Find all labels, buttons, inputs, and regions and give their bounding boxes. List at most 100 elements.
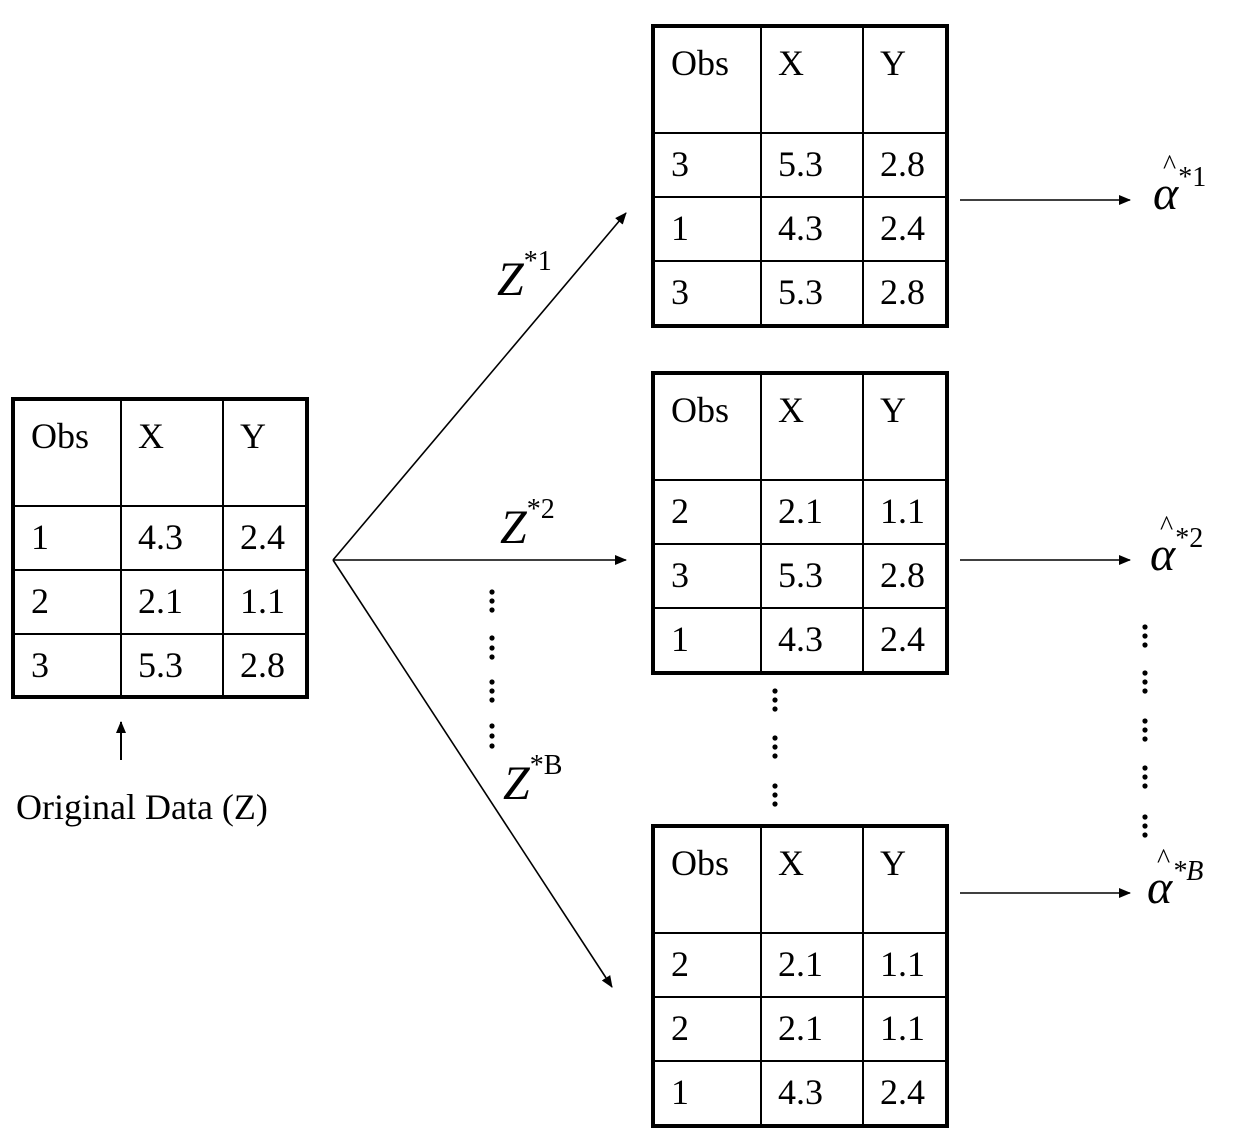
table-cell-x: 4.3 xyxy=(760,1060,864,1125)
ellipsis-dot xyxy=(772,801,778,807)
table-cell-y: 1.1 xyxy=(862,996,945,1062)
column-header-x: X xyxy=(760,828,864,934)
column-header-obs: Obs xyxy=(655,828,762,934)
ellipsis-dot xyxy=(489,743,495,749)
ellipsis-dot xyxy=(1142,688,1148,694)
ellipsis-dot xyxy=(1142,718,1148,724)
table-cell-obs: 2 xyxy=(655,996,762,1062)
edge-label-2-sup: *2 xyxy=(526,494,555,525)
table-cell-y: 2.8 xyxy=(862,260,945,325)
ellipsis-dot xyxy=(1142,624,1148,630)
ellipsis-dot xyxy=(489,654,495,660)
table-cell-obs: 3 xyxy=(655,543,762,609)
table-cell-obs: 3 xyxy=(655,132,762,198)
table-cell-y: 1.1 xyxy=(862,479,945,545)
table-cell-x: 2.1 xyxy=(760,996,864,1062)
table-cell-obs: 1 xyxy=(655,1060,762,1125)
ellipsis-dot xyxy=(1142,670,1148,676)
table-cell-obs: 2 xyxy=(15,569,122,635)
ellipsis-dot xyxy=(772,735,778,741)
ellipsis-dot xyxy=(1142,823,1148,829)
column-header-obs: Obs xyxy=(15,401,122,507)
table-cell-y: 2.4 xyxy=(862,196,945,262)
column-header-y: Y xyxy=(222,401,305,507)
alpha-hat-symbol: α xyxy=(1150,511,1175,582)
table-cell-obs: 2 xyxy=(655,932,762,998)
column-header-x: X xyxy=(760,28,864,134)
edge-label-B: Z*B xyxy=(503,750,562,811)
ellipsis-dot xyxy=(772,753,778,759)
ellipsis-dot xyxy=(489,607,495,613)
table-cell-x: 5.3 xyxy=(760,260,864,325)
table-cell-obs: 1 xyxy=(15,505,122,571)
table-cell-obs: 1 xyxy=(655,607,762,672)
table-cell-obs: 3 xyxy=(655,260,762,325)
ellipsis-dot xyxy=(772,792,778,798)
edge-label-2-base: Z xyxy=(500,501,527,554)
edge-label-B-base: Z xyxy=(503,757,530,810)
table-cell-y: 2.8 xyxy=(862,543,945,609)
ellipsis-dot xyxy=(489,679,495,685)
edge-label-2: Z*2 xyxy=(500,494,555,555)
column-header-obs: Obs xyxy=(655,28,762,134)
column-header-x: X xyxy=(760,375,864,481)
column-header-x: X xyxy=(120,401,224,507)
estimate-2-sup: *2 xyxy=(1175,523,1204,554)
ellipsis-dot xyxy=(1142,642,1148,648)
table-cell-y: 2.8 xyxy=(222,633,305,698)
table-cell-x: 4.3 xyxy=(760,607,864,672)
column-header-y: Y xyxy=(862,375,945,481)
ellipsis-dot xyxy=(772,697,778,703)
table-cell-x: 5.3 xyxy=(760,132,864,198)
table-cell-y: 2.4 xyxy=(862,607,945,672)
table-cell-x: 2.1 xyxy=(760,479,864,545)
ellipsis-dot xyxy=(1142,736,1148,742)
ellipsis-dot xyxy=(1142,832,1148,838)
arrow-to-sample-1 xyxy=(332,212,627,561)
edge-label-B-sup: *B xyxy=(529,750,563,781)
ellipsis-dot xyxy=(489,645,495,651)
ellipsis-dot xyxy=(1142,814,1148,820)
ellipsis-dots xyxy=(489,589,1148,838)
ellipsis-dot xyxy=(489,635,495,641)
table-cell-obs: 3 xyxy=(15,633,122,698)
table-cell-y: 2.8 xyxy=(862,132,945,198)
column-header-obs: Obs xyxy=(655,375,762,481)
table-cell-obs: 1 xyxy=(655,196,762,262)
ellipsis-dot xyxy=(772,783,778,789)
ellipsis-dot xyxy=(1142,774,1148,780)
estimate-1: α*1 xyxy=(1153,150,1206,221)
table-cell-y: 1.1 xyxy=(862,932,945,998)
ellipsis-dot xyxy=(1142,727,1148,733)
estimate-B: α*B xyxy=(1147,844,1203,915)
arrow-to-sample-B xyxy=(332,559,613,988)
ellipsis-dot xyxy=(489,589,495,595)
ellipsis-dot xyxy=(489,697,495,703)
table-cell-obs: 2 xyxy=(655,479,762,545)
edge-label-1-base: Z xyxy=(497,253,524,306)
column-header-y: Y xyxy=(862,28,945,134)
ellipsis-dot xyxy=(772,706,778,712)
alpha-hat-symbol: α xyxy=(1147,844,1172,915)
ellipsis-dot xyxy=(1142,679,1148,685)
ellipsis-dot xyxy=(489,598,495,604)
ellipsis-dot xyxy=(1142,633,1148,639)
